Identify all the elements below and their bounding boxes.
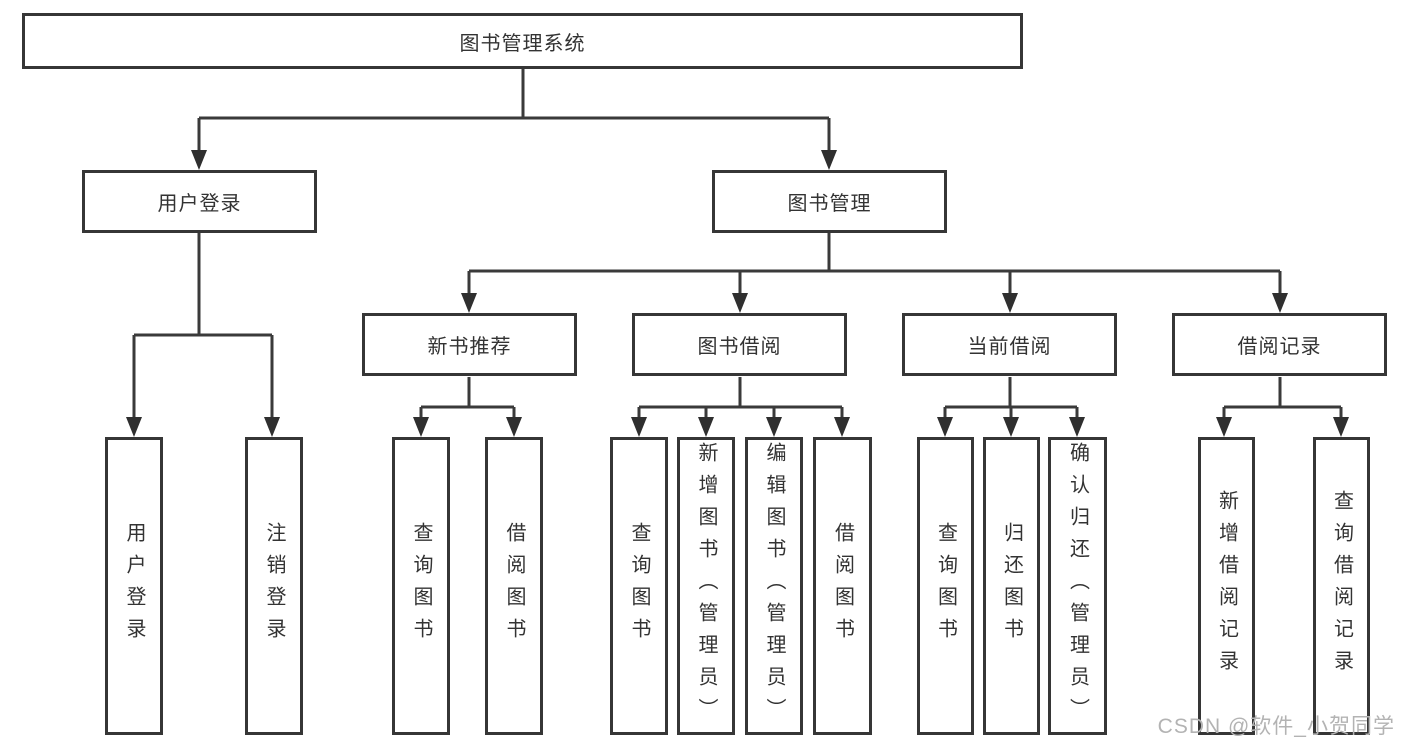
watermark: CSDN @软件_小贺同学 — [1157, 715, 1395, 738]
node-user-login: 用户登录 — [82, 170, 317, 233]
leaf-query-borrow-record: 查询借阅记录 — [1313, 437, 1370, 735]
leaf-user-login: 用户登录 — [105, 437, 163, 735]
leaf-add-book-admin: 新增图书（管理员） — [677, 437, 735, 735]
leaf-edit-book-admin: 编辑图书（管理员） — [745, 437, 803, 735]
node-borrowing-records: 借阅记录 — [1172, 313, 1387, 376]
leaf-confirm-return-admin: 确认归还（管理员） — [1048, 437, 1107, 735]
leaf-borrow-book-borrowing: 借阅图书 — [813, 437, 872, 735]
node-book-management: 图书管理 — [712, 170, 947, 233]
leaf-add-borrow-record: 新增借阅记录 — [1198, 437, 1255, 735]
leaf-query-book-current: 查询图书 — [917, 437, 974, 735]
leaf-return-book: 归还图书 — [983, 437, 1040, 735]
node-new-book-recommendation: 新书推荐 — [362, 313, 577, 376]
leaf-logout: 注销登录 — [245, 437, 303, 735]
leaf-query-book-borrowing: 查询图书 — [610, 437, 668, 735]
node-root: 图书管理系统 — [22, 13, 1023, 69]
node-book-borrowing: 图书借阅 — [632, 313, 847, 376]
leaf-borrow-book-recommend: 借阅图书 — [485, 437, 543, 735]
node-current-borrowing: 当前借阅 — [902, 313, 1117, 376]
leaf-query-book-recommend: 查询图书 — [392, 437, 450, 735]
